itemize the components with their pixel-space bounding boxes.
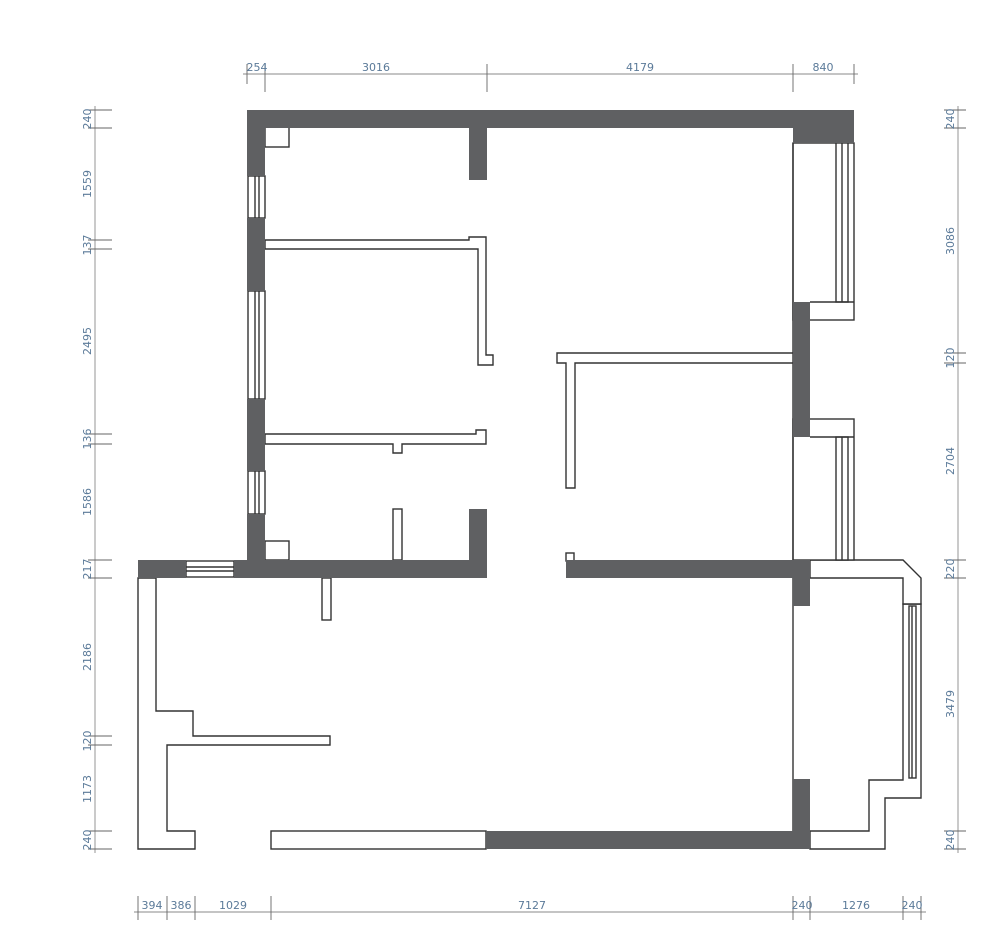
dimension-label-bottom: 7127 [518,899,546,912]
dimension-label-left: 240 [81,109,94,130]
lower-right-top-wall [809,559,922,605]
dimension-label-left: 217 [81,559,94,580]
corner-inset-bottom [264,540,290,561]
left-window-1 [247,175,266,219]
top-right-pillar [793,110,854,143]
floor-plan-outlines [137,126,922,850]
dimension-label-left: 136 [81,429,94,450]
dimension-label-left: 2495 [81,327,94,355]
lower-left-wall-outline [137,577,331,850]
dimension-label-right: 3086 [944,227,957,255]
dimension-label-top: 254 [247,61,268,74]
dimension-label-left: 1173 [81,775,94,803]
dimension-label-left: 240 [81,830,94,851]
left-wall-top [247,128,265,176]
load-bearing-walls [138,110,854,849]
dimension-label-left: 2186 [81,643,94,671]
door-stub-lower [392,508,403,561]
dimension-label-top: 840 [813,61,834,74]
dimension-label-right: 240 [944,830,957,851]
dimension-lines [88,64,966,920]
right-wall-middle [793,578,810,606]
dimension-label-right: 3479 [944,690,957,718]
corner-inset-top [264,126,290,148]
dimension-label-right: 120 [944,348,957,369]
middle-wall-stub-up [469,509,487,560]
dimension-label-bottom: 1276 [842,899,870,912]
left-wall-seg-2 [247,218,265,291]
dimension-label-right: 2704 [944,447,957,475]
middle-wall-right [566,560,810,578]
dimension-label-bottom: 240 [792,899,813,912]
top-middle-stub [469,128,487,180]
dimension-labels: 254 3016 4179 840 394 386 1029 7127 240 … [81,61,957,912]
dimension-label-left: 1586 [81,488,94,516]
left-window-2 [247,290,266,400]
partition-upper [264,236,494,366]
dimension-label-bottom: 394 [142,899,163,912]
right-wall-lower [793,779,810,831]
dimension-label-left: 120 [81,731,94,752]
dimension-label-bottom: 386 [171,899,192,912]
door-stub-hall [321,577,332,621]
lower-right-wall-outline [809,603,922,850]
lower-left-window [185,560,235,578]
dimension-label-left: 1559 [81,170,94,198]
dimension-label-bottom: 1029 [219,899,247,912]
bottom-wall-thin [270,830,487,850]
left-wall-seg-3 [247,399,265,471]
dimension-label-right: 220 [944,559,957,580]
dimension-label-right: 240 [944,109,957,130]
dimension-label-bottom: 240 [902,899,923,912]
top-wall [247,110,854,128]
right-wall-upper [793,302,810,437]
partition-middle [264,429,487,454]
dimension-label-top: 4179 [626,61,654,74]
left-window-3 [247,470,266,515]
bottom-wall [486,831,810,849]
dimension-label-top: 3016 [362,61,390,74]
middle-wall-left-b [234,560,487,578]
partition-right [556,352,794,489]
door-stub-right [565,552,575,562]
dimension-label-left: 137 [81,235,94,256]
middle-wall-left-a [138,560,186,578]
